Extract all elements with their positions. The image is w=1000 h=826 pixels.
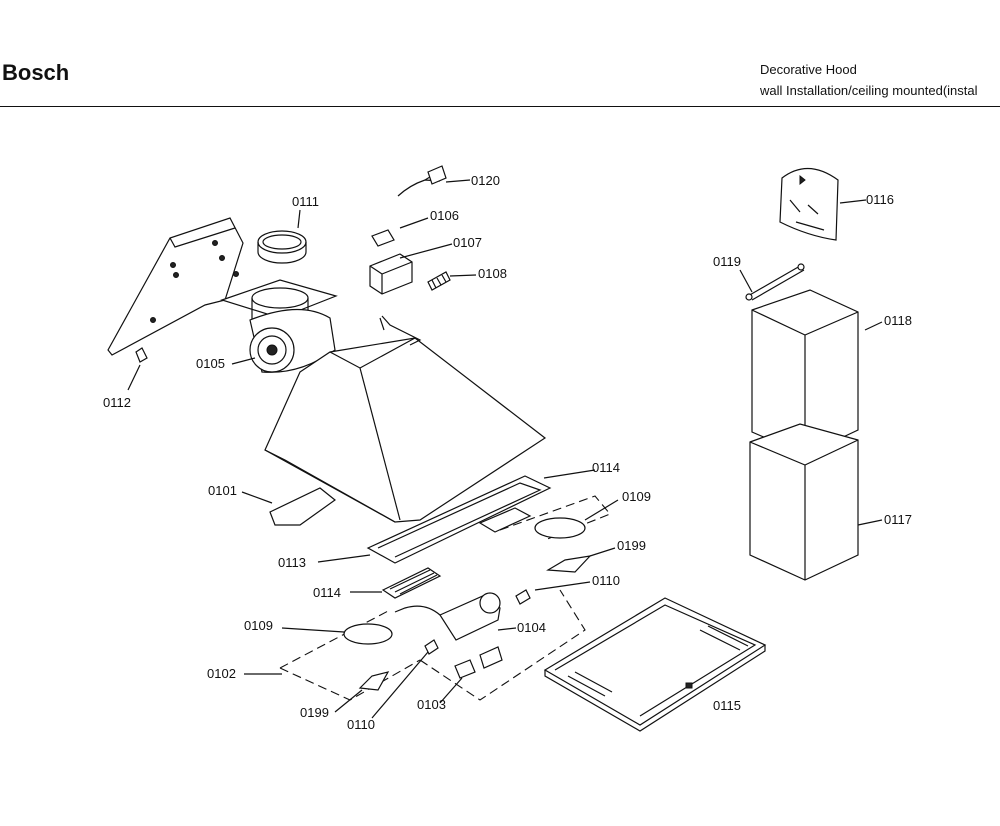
label-0114-top: 0114 xyxy=(592,460,620,475)
label-0110-right: 0110 xyxy=(592,573,620,588)
power-cord xyxy=(397,165,447,197)
label-0115: 0115 xyxy=(713,698,741,713)
leader-lines xyxy=(127,179,883,719)
label-0109-right: 0109 xyxy=(622,489,651,504)
label-0116: 0116 xyxy=(866,192,894,207)
brand-name: Bosch xyxy=(2,60,70,85)
label-0104: 0104 xyxy=(517,620,546,635)
label-0103: 0103 xyxy=(417,697,446,712)
label-0199-left: 0199 xyxy=(300,705,329,720)
bracket-rod xyxy=(745,263,805,301)
label-0111: 0111 xyxy=(292,194,319,209)
label-0113: 0113 xyxy=(278,555,306,570)
label-0117: 0117 xyxy=(884,512,912,527)
label-0110-left: 0110 xyxy=(347,717,375,732)
label-0109-left: 0109 xyxy=(244,618,273,633)
label-0107: 0107 xyxy=(453,235,482,250)
duct-ring xyxy=(257,230,307,264)
hood-canopy xyxy=(264,315,547,526)
label-0120: 0120 xyxy=(471,173,500,188)
diagram-subtitle: wall Installation/ceiling mounted(instal xyxy=(760,83,978,98)
header-rule xyxy=(0,106,1000,107)
label-0112: 0112 xyxy=(103,395,131,410)
upper-chimney xyxy=(751,289,859,456)
wall-bracket xyxy=(107,217,244,363)
label-0118: 0118 xyxy=(884,313,912,328)
filter-frame xyxy=(366,475,552,599)
switch-capacitor xyxy=(369,229,451,295)
lamp-assembly xyxy=(279,495,611,701)
label-0106: 0106 xyxy=(430,208,459,223)
lower-chimney xyxy=(749,423,859,581)
part-labels: 0120 0111 0106 0107 0108 0105 0112 0101 … xyxy=(103,173,912,732)
blower-motor xyxy=(220,279,338,373)
grease-filter-tray xyxy=(543,597,767,732)
label-0102: 0102 xyxy=(207,666,236,681)
label-0119: 0119 xyxy=(713,254,741,269)
label-0114-left: 0114 xyxy=(313,585,341,600)
label-0101: 0101 xyxy=(208,483,237,498)
diagram-title: Decorative Hood xyxy=(760,62,857,77)
label-0105: 0105 xyxy=(196,356,225,371)
label-0108: 0108 xyxy=(478,266,507,281)
decorative-cover xyxy=(779,167,839,241)
label-0199-right: 0199 xyxy=(617,538,646,553)
